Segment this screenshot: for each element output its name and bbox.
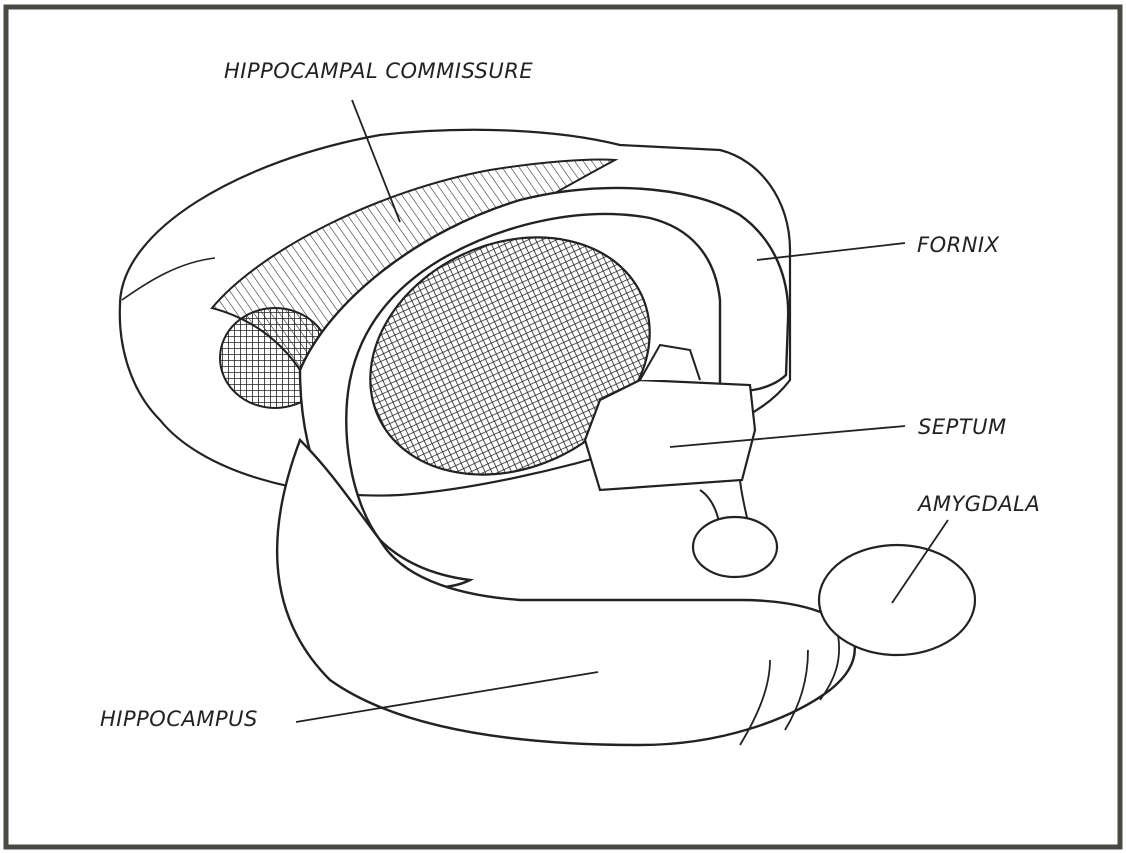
label-fornix: FORNIX: [917, 235, 1000, 256]
septum-bulb: [693, 517, 777, 577]
label-hippocampal-commissure: HIPPOCAMPAL COMMISSURE: [224, 61, 533, 82]
label-septum: SEPTUM: [918, 417, 1007, 438]
septum-block: [585, 380, 755, 490]
amygdala-shape: [819, 545, 975, 655]
label-amygdala: AMYGDALA: [918, 494, 1040, 515]
label-hippocampus: HIPPOCAMPUS: [100, 709, 258, 730]
